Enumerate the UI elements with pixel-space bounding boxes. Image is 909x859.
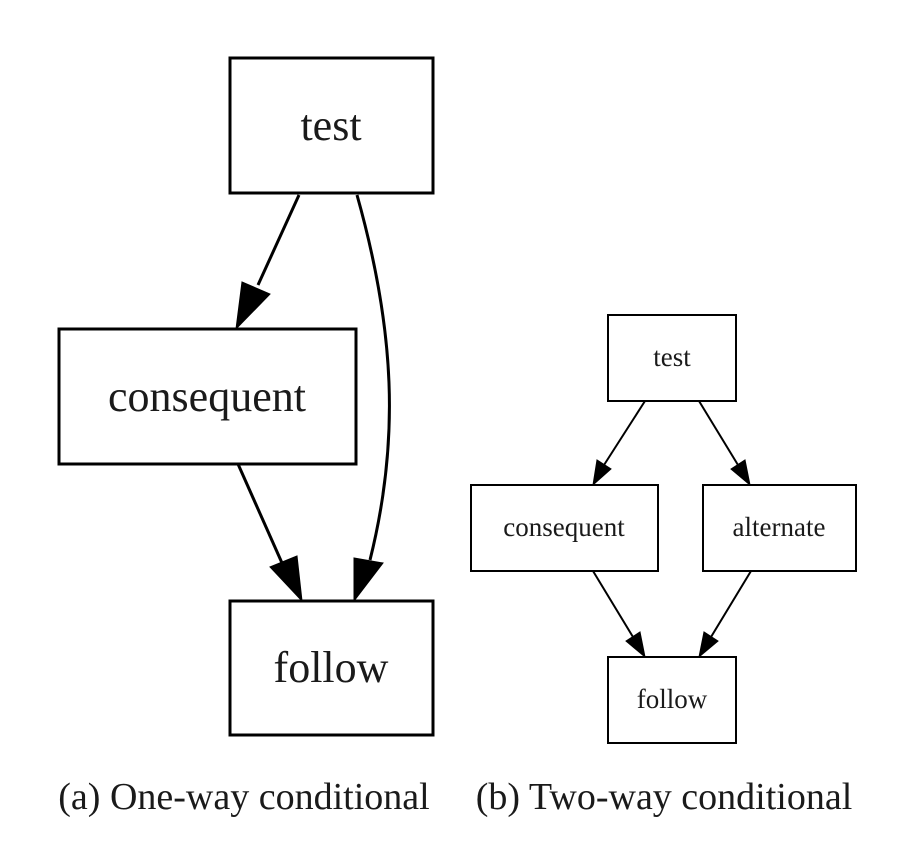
diagram-two-way: test consequent alternate follow (b) Two… [470, 314, 857, 818]
edge-alternate-to-follow-b-arrowhead [698, 631, 719, 659]
node-follow-a-label: follow [274, 643, 389, 692]
edge-test-to-alternate-b-arrowhead [730, 459, 751, 487]
node-consequent-a: consequent [57, 327, 358, 466]
diagram-one-way: test consequent follow (a) One-way condi… [57, 56, 435, 818]
edge-test-to-follow-arrowhead [353, 557, 384, 603]
node-test-b: test [607, 314, 737, 402]
node-follow-b: follow [607, 656, 737, 744]
node-consequent-b-label: consequent [503, 512, 625, 542]
node-test-a-label: test [300, 101, 361, 150]
edge-test-to-consequent-b [603, 400, 646, 466]
node-test-b-label: test [653, 342, 691, 372]
caption-two-way: (b) Two-way conditional [476, 776, 853, 818]
node-follow-a: follow [228, 599, 435, 737]
node-alternate-b-label: alternate [733, 512, 826, 542]
node-test-a: test [228, 56, 435, 195]
edge-consequent-to-follow-b-arrowhead [625, 631, 646, 659]
edge-consequent-to-follow-arrowhead [269, 555, 303, 603]
edge-test-to-follow [355, 194, 391, 561]
node-follow-b-label: follow [637, 684, 708, 714]
edge-test-to-alternate-b [698, 400, 739, 466]
node-consequent-b: consequent [470, 484, 659, 572]
edge-consequent-to-follow [236, 463, 284, 564]
node-consequent-a-label: consequent [108, 372, 306, 421]
edge-consequent-to-follow-b [592, 570, 634, 638]
edge-alternate-to-follow-b [710, 570, 752, 638]
edge-test-to-consequent [256, 194, 301, 286]
node-alternate-b: alternate [702, 484, 857, 572]
caption-one-way: (a) One-way conditional [58, 776, 429, 818]
edge-test-to-consequent-arrowhead [235, 281, 271, 331]
edge-test-to-consequent-b-arrowhead [592, 459, 612, 487]
